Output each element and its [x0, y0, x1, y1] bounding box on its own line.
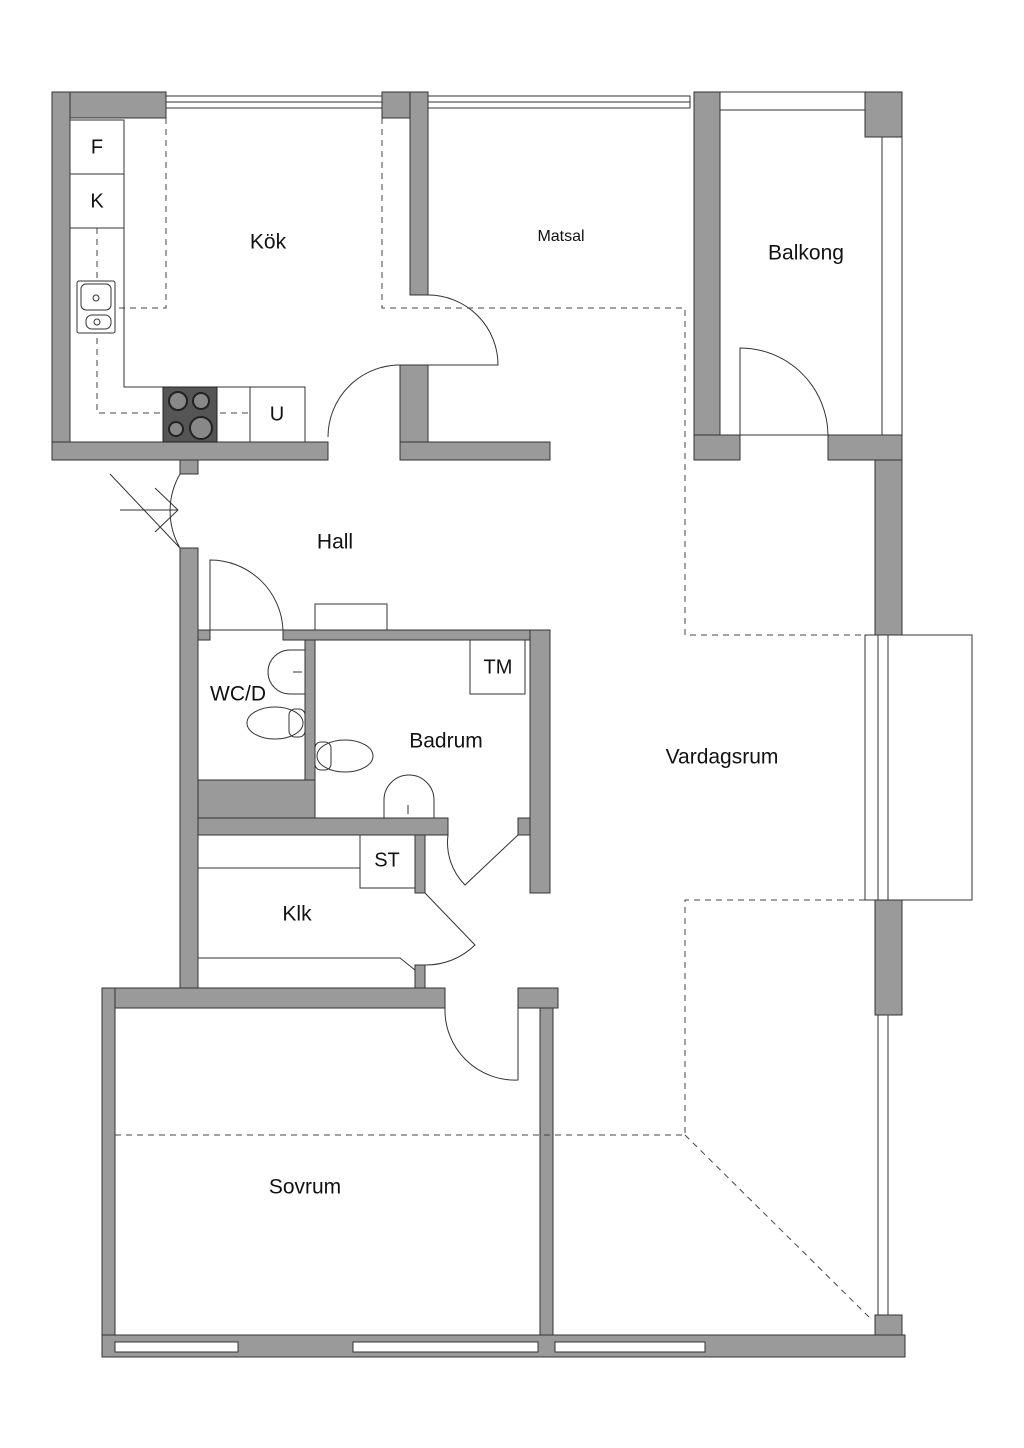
- entrance-arrow-icon: [120, 487, 179, 533]
- sink-icon: [267, 649, 305, 695]
- walls: [51, 91, 906, 1358]
- room-label-klk: Klk: [282, 903, 312, 926]
- room-label-kok: Kök: [250, 231, 287, 254]
- room-label-balkong: Balkong: [768, 242, 844, 265]
- fixture-label-washer: TM: [484, 656, 513, 678]
- bath-fixtures: [198, 603, 526, 971]
- room-label-badrum: Badrum: [409, 730, 483, 753]
- fixture-label-fridge: F: [91, 136, 103, 158]
- toilet-icon: [246, 706, 306, 740]
- room-label-wc: WC/D: [210, 683, 266, 706]
- fixture-label-oven: U: [270, 403, 284, 425]
- room-label-vardagsrum: Vardagsrum: [666, 746, 779, 769]
- room-label-sovrum: Sovrum: [269, 1176, 341, 1199]
- fixture-label-freezer: K: [90, 190, 104, 212]
- kitchen-counter: [69, 119, 306, 443]
- room-label-hall: Hall: [317, 531, 353, 554]
- room-label-matsal: Matsal: [537, 228, 584, 245]
- fixture-label-storage: ST: [374, 849, 400, 871]
- doors: [109, 294, 829, 1081]
- windows: [114, 91, 973, 1353]
- zone-lines: [96, 118, 871, 1319]
- sink-icon: [383, 774, 435, 818]
- sink-icon: [76, 280, 116, 334]
- toilet-icon: [314, 739, 374, 773]
